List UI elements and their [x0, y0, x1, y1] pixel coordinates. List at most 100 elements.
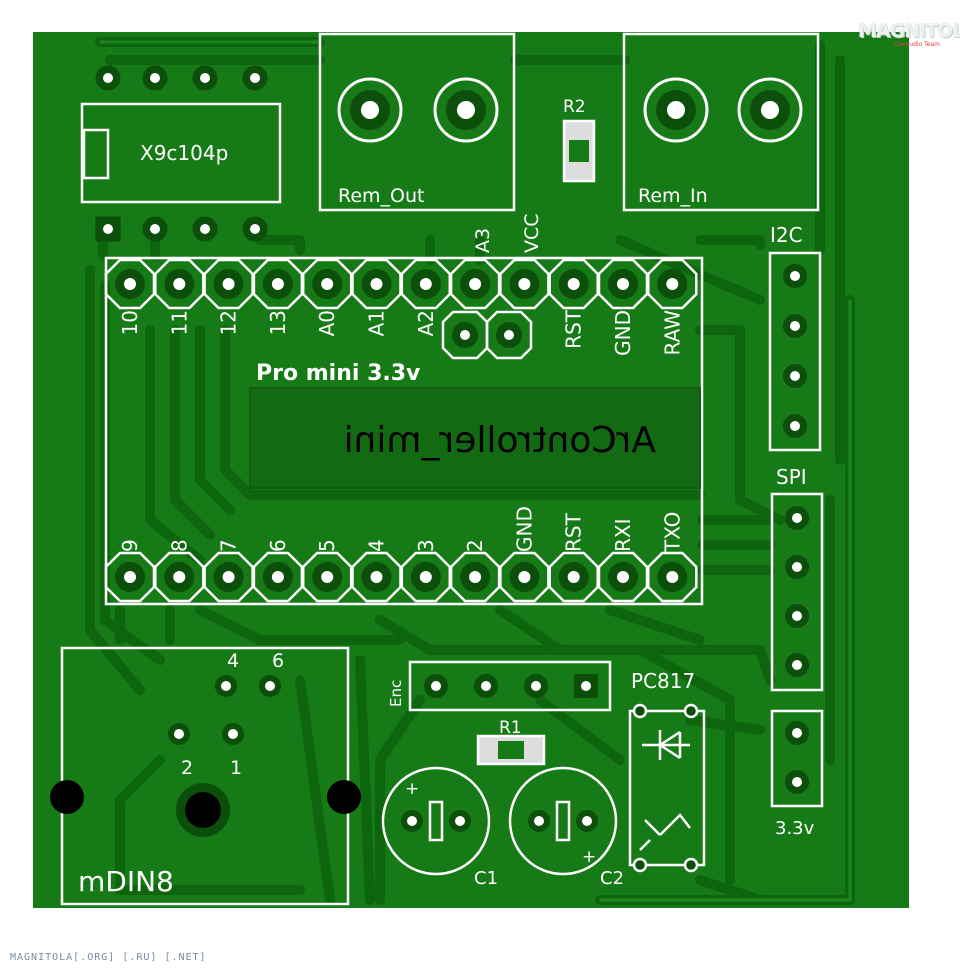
bottom-header-pad-hole [370, 571, 383, 583]
v33-label: 3.3v [775, 818, 815, 839]
bottom-header-pad-hole [271, 571, 284, 583]
pro-mini-bottom-header [104, 551, 698, 603]
i2c-label: I2C [770, 223, 803, 247]
copper-pour-gaps [100, 40, 852, 902]
top-header-pad-outline [301, 258, 353, 310]
bottom-header-pad-hole [124, 571, 136, 583]
x9c104p-ic: X9c104p [80, 102, 282, 204]
top-header-pad-hole [469, 278, 482, 290]
top-header-pin-label: RST [562, 309, 586, 349]
bottom-header-pad-hole [419, 571, 432, 583]
top-header-pad-hole [124, 278, 136, 290]
bottom-header-pin-label: TXO [660, 512, 684, 553]
top-header-pin-label: A2 [414, 310, 438, 336]
i2c-header [768, 251, 822, 452]
logo-subtext: CarAudio Team [894, 41, 940, 48]
top-header-pad-outline [400, 258, 452, 310]
bottom-header-pin-label: 3 [414, 539, 438, 552]
r1-resistor [476, 734, 546, 766]
top-header-pin-label: GND [611, 310, 635, 356]
module-label: Pro mini 3.3v [256, 361, 421, 386]
spi-header [770, 492, 824, 692]
bottom-header-pin-label: 4 [365, 539, 389, 552]
top-header-pin-label: 11 [167, 310, 191, 335]
mdin-pin-2: 2 [181, 757, 193, 779]
spi-label: SPI [776, 465, 807, 489]
top-header-pad-hole [567, 278, 580, 290]
rem-out-label: Rem_Out [338, 185, 425, 207]
rem-out-terminal: Rem_Out [318, 32, 516, 212]
a4-a5-pads [441, 310, 533, 360]
bottom-header-pin-label: 7 [217, 539, 241, 552]
bottom-header-pad-outline [499, 551, 550, 603]
bottom-header-pad-hole [321, 571, 334, 583]
bottom-header-pad-outline [252, 551, 304, 603]
bottom-header-pad-hole [222, 571, 235, 583]
mdin-pin-4: 4 [227, 650, 239, 672]
magnitola-logo: MAGNITOLA CarAudio Team [858, 20, 960, 50]
top-header-pad-hole [370, 278, 383, 290]
bottom-header-pad-outline [400, 551, 452, 603]
bottom-header-pin-label: 5 [315, 539, 339, 552]
c2-label: C2 [600, 868, 624, 889]
top-header-pad-hole [518, 278, 531, 290]
bottom-header-pin-label: 2 [463, 539, 487, 552]
bottom-header-pad-hole [666, 571, 679, 583]
c1-plus: + [405, 779, 419, 799]
bottom-header-pad-outline [548, 551, 599, 603]
top-header-pin-label: 13 [266, 310, 290, 335]
bottom-header-pad-outline [154, 551, 205, 603]
top-header-pin-label: A0 [315, 310, 339, 336]
top-header-pad-outline [499, 258, 550, 310]
rem-in-label: Rem_In [638, 185, 708, 207]
top-header-pin-label: 12 [217, 310, 241, 335]
top-header-pin-label: A1 [365, 310, 389, 336]
top-header-pad-hole [222, 278, 235, 290]
bottom-header-pin-label: 6 [266, 539, 290, 552]
bottom-header-pin-label: RST [562, 512, 586, 552]
top-header-pad-hole [321, 278, 334, 290]
c1-label: C1 [474, 868, 498, 889]
enc-label: Enc [387, 680, 405, 707]
bottom-header-pad-outline [597, 551, 649, 603]
board-mirror-text: ArController_mini [344, 420, 656, 461]
top-header-pad-outline [597, 258, 649, 310]
r1-label: R1 [499, 718, 522, 738]
r2-resistor: R2 [562, 97, 596, 183]
top-header-pad-outline [104, 258, 156, 310]
mdin8-label: mDIN8 [78, 865, 174, 898]
rem-in-terminal: Rem_In [622, 32, 820, 212]
top-header-pad-hole [419, 278, 432, 290]
bottom-header-pad-hole [518, 571, 531, 583]
top-header-pad-hole [173, 278, 186, 290]
top-header-pad-outline [449, 258, 501, 310]
c1-capacitor: + [381, 766, 491, 876]
logo-text: MAGNITOLA [858, 20, 960, 42]
top-header-pin-label: RAW [660, 310, 684, 356]
bottom-header-pad-outline [647, 551, 698, 603]
c2-capacitor: + [508, 766, 618, 876]
bottom-header-pad-outline [351, 551, 402, 603]
top-header-pad-outline [154, 258, 205, 310]
top-header-pad-outline [351, 258, 402, 310]
mdin-pin-1: 1 [230, 757, 242, 779]
enc-header [408, 660, 612, 712]
bottom-header-pad-outline [301, 551, 353, 603]
bottom-header-pad-hole [567, 571, 580, 583]
bottom-header-pad-hole [469, 571, 482, 583]
a3-label: A3 [472, 228, 494, 253]
top-header-pad-outline [548, 258, 599, 310]
top-header-pad-hole [666, 278, 679, 290]
r2-label: R2 [563, 97, 586, 117]
top-header-pad-outline [203, 258, 254, 310]
top-header-pin-label: 10 [118, 310, 142, 335]
pro-mini-top-header [104, 258, 698, 310]
pc817-label: PC817 [631, 669, 695, 693]
mdin-pin-6: 6 [272, 650, 284, 672]
bottom-header-pad-outline [449, 551, 501, 603]
c2-plus: + [582, 847, 596, 867]
bottom-header-pad-hole [617, 571, 629, 583]
bottom-header-pin-label: RXI [611, 519, 635, 553]
